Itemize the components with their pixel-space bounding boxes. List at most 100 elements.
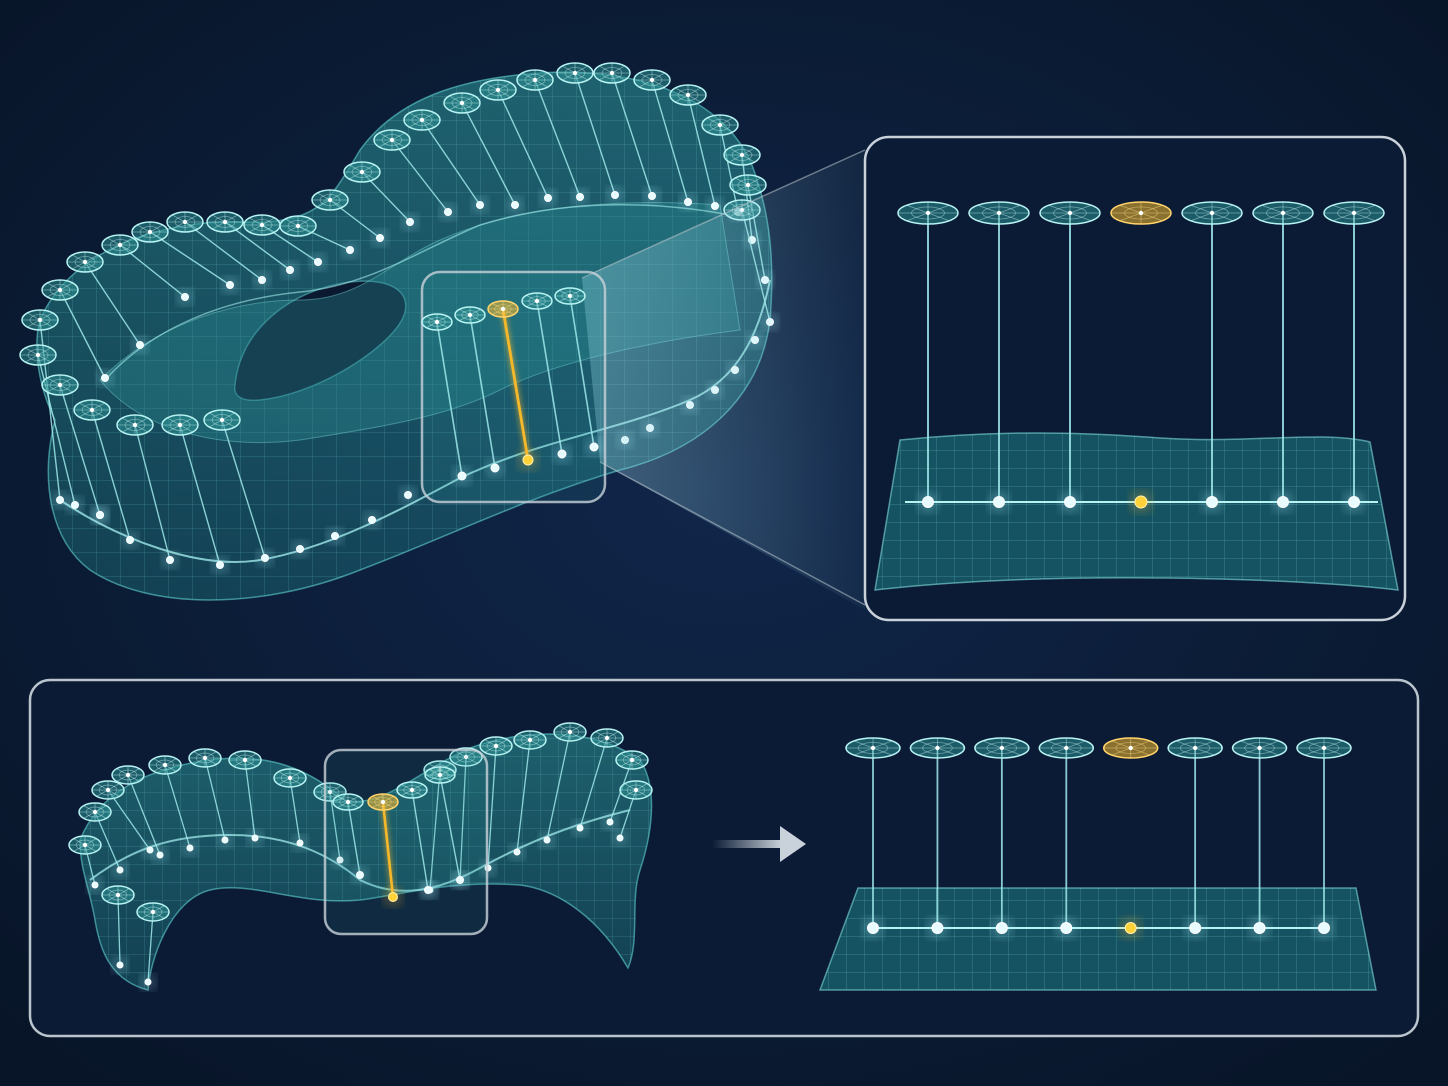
fiber-disc [273, 768, 307, 788]
bottom-inset-frame [323, 748, 489, 936]
fiber-disc [332, 793, 364, 811]
fiber-disc-highlighted [487, 300, 519, 318]
fiber-disc [343, 161, 381, 183]
base-point [336, 856, 344, 864]
fiber-line [536, 300, 563, 455]
base-point [166, 556, 174, 564]
base-point [406, 218, 414, 226]
base-point [490, 463, 500, 473]
fiber-disc [1252, 201, 1314, 225]
base-point [296, 545, 304, 553]
fiber-disc [136, 902, 170, 922]
base-point [456, 876, 464, 884]
base-point [993, 496, 1005, 508]
fiber-line [497, 89, 549, 199]
fiber-disc [161, 414, 199, 436]
base-point [867, 922, 879, 934]
base-point [457, 471, 467, 481]
base-point [711, 202, 719, 210]
fiber-disc [203, 409, 241, 431]
base-point [511, 201, 519, 209]
fiber-line [719, 124, 739, 213]
base-point [216, 561, 224, 569]
zoom-connector-bottom [599, 461, 866, 606]
fiber-disc [116, 414, 154, 436]
fiber-line [516, 739, 531, 853]
top-inset-frame [420, 270, 607, 504]
fiber-disc [21, 309, 59, 331]
zoom-beam [582, 150, 865, 610]
right-arrow-icon [712, 826, 806, 862]
fiber-disc [633, 69, 671, 91]
fiber-disc [68, 835, 102, 855]
base-point [116, 961, 124, 969]
fiber-disc [974, 737, 1030, 759]
fiber-line [429, 769, 441, 891]
fiber-disc [148, 755, 182, 775]
zoom-fibers [897, 201, 1385, 512]
fiber-disc [516, 69, 554, 91]
base-point [146, 846, 154, 854]
bottom-manifold-surface [68, 722, 653, 991]
fiber-disc [1181, 201, 1243, 225]
manifold-hole [233, 280, 407, 402]
base-point [186, 844, 194, 852]
fiber-disc [19, 344, 57, 366]
base-point [251, 834, 259, 842]
zoom-connector-top [581, 149, 866, 279]
fiber-disc [424, 766, 456, 784]
base-point [931, 922, 944, 934]
base-point [606, 818, 614, 826]
base-point [286, 266, 294, 274]
fiber-line [391, 139, 449, 213]
fiber-disc [454, 306, 486, 324]
base-point-highlighted [522, 454, 534, 466]
fiber-disc [166, 211, 204, 233]
fiber-line [164, 764, 191, 849]
fiber-disc [669, 84, 707, 106]
bottom-flat-grid [820, 888, 1376, 990]
fiber-line [134, 424, 171, 561]
fiber-disc [373, 129, 411, 151]
fiber-disc [78, 802, 112, 822]
fiber-disc [1038, 737, 1095, 759]
base-point [611, 191, 619, 199]
fiber-line [534, 79, 581, 198]
base-point [221, 836, 229, 844]
base-point [1060, 922, 1073, 934]
fiber-line [487, 745, 497, 869]
base-point [346, 246, 354, 254]
fiber-disc [131, 221, 169, 243]
base-point [995, 922, 1008, 934]
fiber-line [579, 737, 608, 829]
base-point-highlighted [1134, 495, 1148, 509]
fiber-disc [554, 287, 586, 305]
base-point [96, 511, 104, 519]
fiber-line [59, 289, 106, 379]
top-manifold-surface [19, 62, 778, 601]
fiber-disc [513, 730, 547, 750]
top-inset-fibers [421, 287, 602, 484]
base-point [1189, 922, 1202, 934]
fiber-disc [279, 215, 317, 237]
base-point [144, 978, 152, 986]
fiber-line [59, 384, 101, 516]
fiber-line [436, 321, 463, 477]
fiber-line [421, 119, 481, 206]
fiber-disc [909, 737, 966, 759]
base-point [296, 839, 304, 847]
base-point [136, 341, 144, 349]
base-point [476, 201, 484, 209]
base-point [1064, 496, 1076, 508]
base-point [181, 293, 189, 301]
fiber-line-highlighted [501, 308, 530, 461]
top-fibers [19, 62, 778, 573]
base-point [1206, 496, 1218, 508]
fiber-disc [479, 79, 517, 101]
fiber-line [459, 756, 467, 881]
fiber-line [184, 221, 263, 281]
fiber-disc-highlighted [1110, 201, 1172, 225]
fiber-line [127, 774, 161, 856]
base-point [684, 198, 692, 206]
base-point [543, 836, 551, 844]
